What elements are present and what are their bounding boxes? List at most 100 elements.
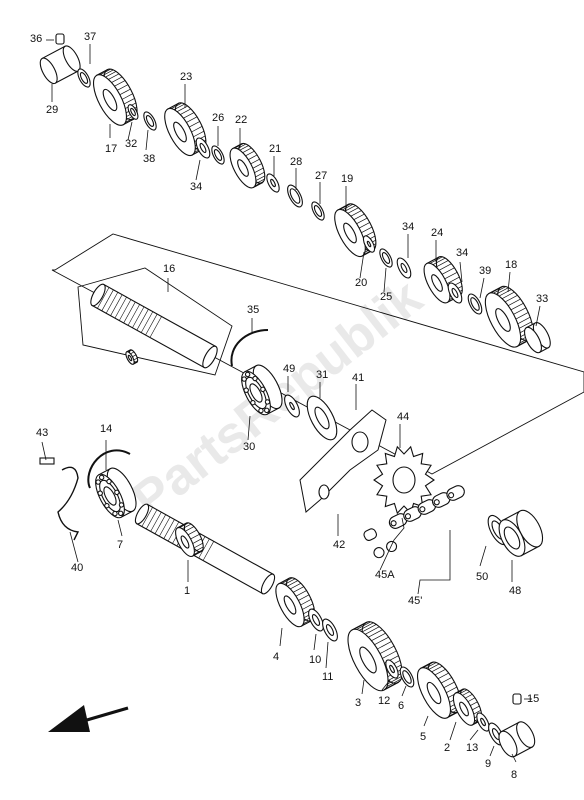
direction-arrow-icon (48, 705, 129, 732)
leader-line (69, 531, 79, 563)
subassembly-frame (51, 233, 584, 475)
part-37-washer (77, 68, 91, 88)
part-43-bolt (39, 457, 55, 465)
part-18-gear (484, 285, 534, 348)
callout-label: 34 (402, 221, 414, 233)
leader-line (469, 729, 479, 741)
part-39-washer (467, 293, 483, 315)
callout-label: 42 (333, 539, 345, 551)
part-48-bushing (498, 509, 544, 557)
leader-line (479, 545, 487, 567)
callout-label: 7 (117, 539, 123, 551)
leader-line (507, 271, 511, 293)
callout-label: 44 (397, 411, 409, 423)
part-34-circlip (396, 257, 412, 279)
callout-label: 25 (380, 291, 392, 303)
callout-label: 17 (105, 143, 117, 155)
callout-label: 8 (511, 769, 517, 781)
part-1-mainshaft (134, 503, 276, 595)
shaft-16-frame (77, 267, 233, 376)
part-4-gear (275, 577, 316, 628)
callout-label: 21 (269, 143, 281, 155)
callout-label: 45A (375, 569, 395, 581)
leader-line (195, 159, 201, 181)
callout-label: 34 (190, 181, 202, 193)
part-8-bushing (498, 721, 536, 758)
callout-label: 10 (309, 654, 321, 666)
callout-label: 26 (212, 112, 224, 124)
leader-line (325, 641, 329, 669)
part-3-gear (347, 621, 403, 692)
leader-line (383, 267, 387, 293)
callout-label: 49 (283, 363, 295, 375)
part-36-pin (55, 33, 65, 45)
leader-line (359, 251, 365, 279)
callout-label: 12 (378, 695, 390, 707)
part-44-sprocket (373, 445, 435, 515)
leader-line (459, 261, 463, 283)
leader-line (479, 277, 485, 299)
callout-label: 27 (315, 170, 327, 182)
part-21-bushing (266, 173, 280, 193)
leader-line (489, 745, 495, 757)
callout-label: 29 (46, 104, 58, 116)
part-35-circlip (230, 329, 269, 367)
callout-label: 15 (527, 693, 539, 705)
leader-line (313, 633, 317, 651)
callout-label: 1 (184, 585, 190, 597)
callout-label: 48 (509, 585, 521, 597)
part-10-washer (308, 608, 324, 632)
part-17-gear (93, 68, 138, 126)
callout-label: 50 (476, 571, 488, 583)
callout-label: 18 (505, 259, 517, 271)
leader-line (41, 441, 47, 461)
part-22-gear (229, 142, 266, 189)
leader-line (117, 519, 123, 537)
part-49-seal (284, 394, 300, 418)
callout-label: 16 (163, 263, 175, 275)
leader-line (417, 530, 451, 595)
callout-label: 43 (36, 427, 48, 439)
part-11-circlip (322, 618, 338, 642)
part-16-countershaft (90, 283, 218, 369)
callout-label: 30 (243, 441, 255, 453)
callout-label: 36 (30, 33, 42, 45)
leader-line (127, 121, 133, 141)
callout-label: 11 (322, 671, 333, 683)
leader-line (381, 679, 391, 691)
callout-label: 33 (536, 293, 548, 305)
callout-label: 3 (355, 697, 361, 709)
part-6-washer (399, 666, 415, 688)
leader-line (361, 679, 365, 695)
callout-label: 2 (444, 742, 450, 754)
leader-line (423, 715, 429, 727)
part-13-circlip (476, 712, 490, 732)
callout-label: 28 (290, 156, 302, 168)
leader-line (279, 627, 283, 647)
callout-label: 38 (143, 153, 155, 165)
callout-label: 45' (408, 595, 422, 607)
part-34-circlip (447, 282, 463, 304)
callout-label: 23 (180, 71, 192, 83)
part-34-circlip (195, 137, 211, 159)
part-1-gear (175, 522, 204, 557)
part-15-pin (512, 693, 522, 705)
callout-label: 13 (466, 742, 478, 754)
leader-line (379, 517, 405, 571)
part-12-bushing (385, 659, 399, 679)
part-27-washer (311, 201, 325, 221)
part-28-washer (287, 184, 303, 208)
part-41-hole (351, 431, 369, 453)
callout-label: 19 (341, 173, 353, 185)
leader-line (145, 129, 149, 151)
part-38-washer (143, 111, 157, 131)
part-32-washer (127, 104, 139, 120)
callout-label: 32 (125, 138, 137, 150)
part-20-bushing (362, 235, 376, 253)
part-29-bushing (39, 45, 81, 85)
callout-label: 20 (355, 277, 367, 289)
part-16-small-gear (125, 349, 139, 365)
leader-line (535, 305, 541, 327)
callout-label: 39 (479, 265, 491, 277)
